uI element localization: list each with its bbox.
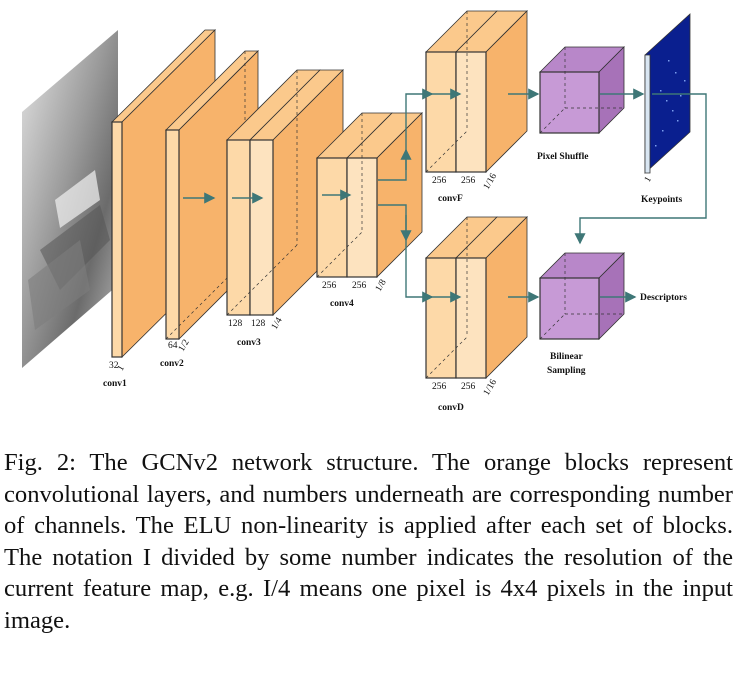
convF-scale: 1/16 (482, 172, 499, 192)
conv4-channels-b: 256 (352, 281, 367, 291)
conv3-channels-b: 128 (251, 319, 266, 329)
pixel-shuffle-label: Pixel Shuffle (537, 152, 588, 162)
convD-name: convD (438, 403, 464, 413)
conv1-channels: 32 (109, 361, 119, 371)
bilinear-label-line2: Sampling (547, 366, 586, 376)
layer-labels: 32 1 conv1 64 1/2 conv2 128 128 1/4 conv… (103, 152, 687, 413)
connection-arrows (183, 88, 707, 303)
conv3-channels-a: 128 (228, 319, 243, 329)
conv1-name: conv1 (103, 379, 127, 389)
conv4-channels-a: 256 (322, 281, 337, 291)
keypoints-label: Keypoints (641, 195, 682, 205)
conv2-scale: 1/2 (177, 338, 192, 354)
pixel-shuffle-cube (539, 46, 625, 134)
bilinear-sampling-cube (539, 252, 625, 340)
convF-channels-a: 256 (432, 176, 447, 186)
convD-channels-b: 256 (461, 382, 476, 392)
conv2-name: conv2 (160, 359, 184, 369)
convD-scale: 1/16 (482, 378, 499, 398)
keypoints-scale: 1 (643, 175, 654, 184)
conv4-name: conv4 (330, 299, 354, 309)
descriptors-label: Descriptors (640, 293, 687, 303)
convF-block (425, 10, 528, 173)
network-diagram: 32 1 conv1 64 1/2 conv2 128 128 1/4 conv… (22, 10, 707, 413)
input-image (22, 30, 118, 368)
conv4-scale: 1/8 (374, 278, 389, 294)
conv1-scale: 1 (116, 364, 127, 373)
figure-caption: Fig. 2: The GCNv2 network structure. The… (4, 449, 733, 634)
convD-block (425, 216, 528, 379)
convF-channels-b: 256 (461, 176, 476, 186)
convD-channels-a: 256 (432, 382, 447, 392)
conv2-channels: 64 (168, 341, 178, 351)
convF-name: convF (438, 194, 463, 204)
bilinear-label-line1: Bilinear (550, 352, 584, 362)
conv3-scale: 1/4 (270, 316, 285, 332)
conv3-name: conv3 (237, 338, 261, 348)
